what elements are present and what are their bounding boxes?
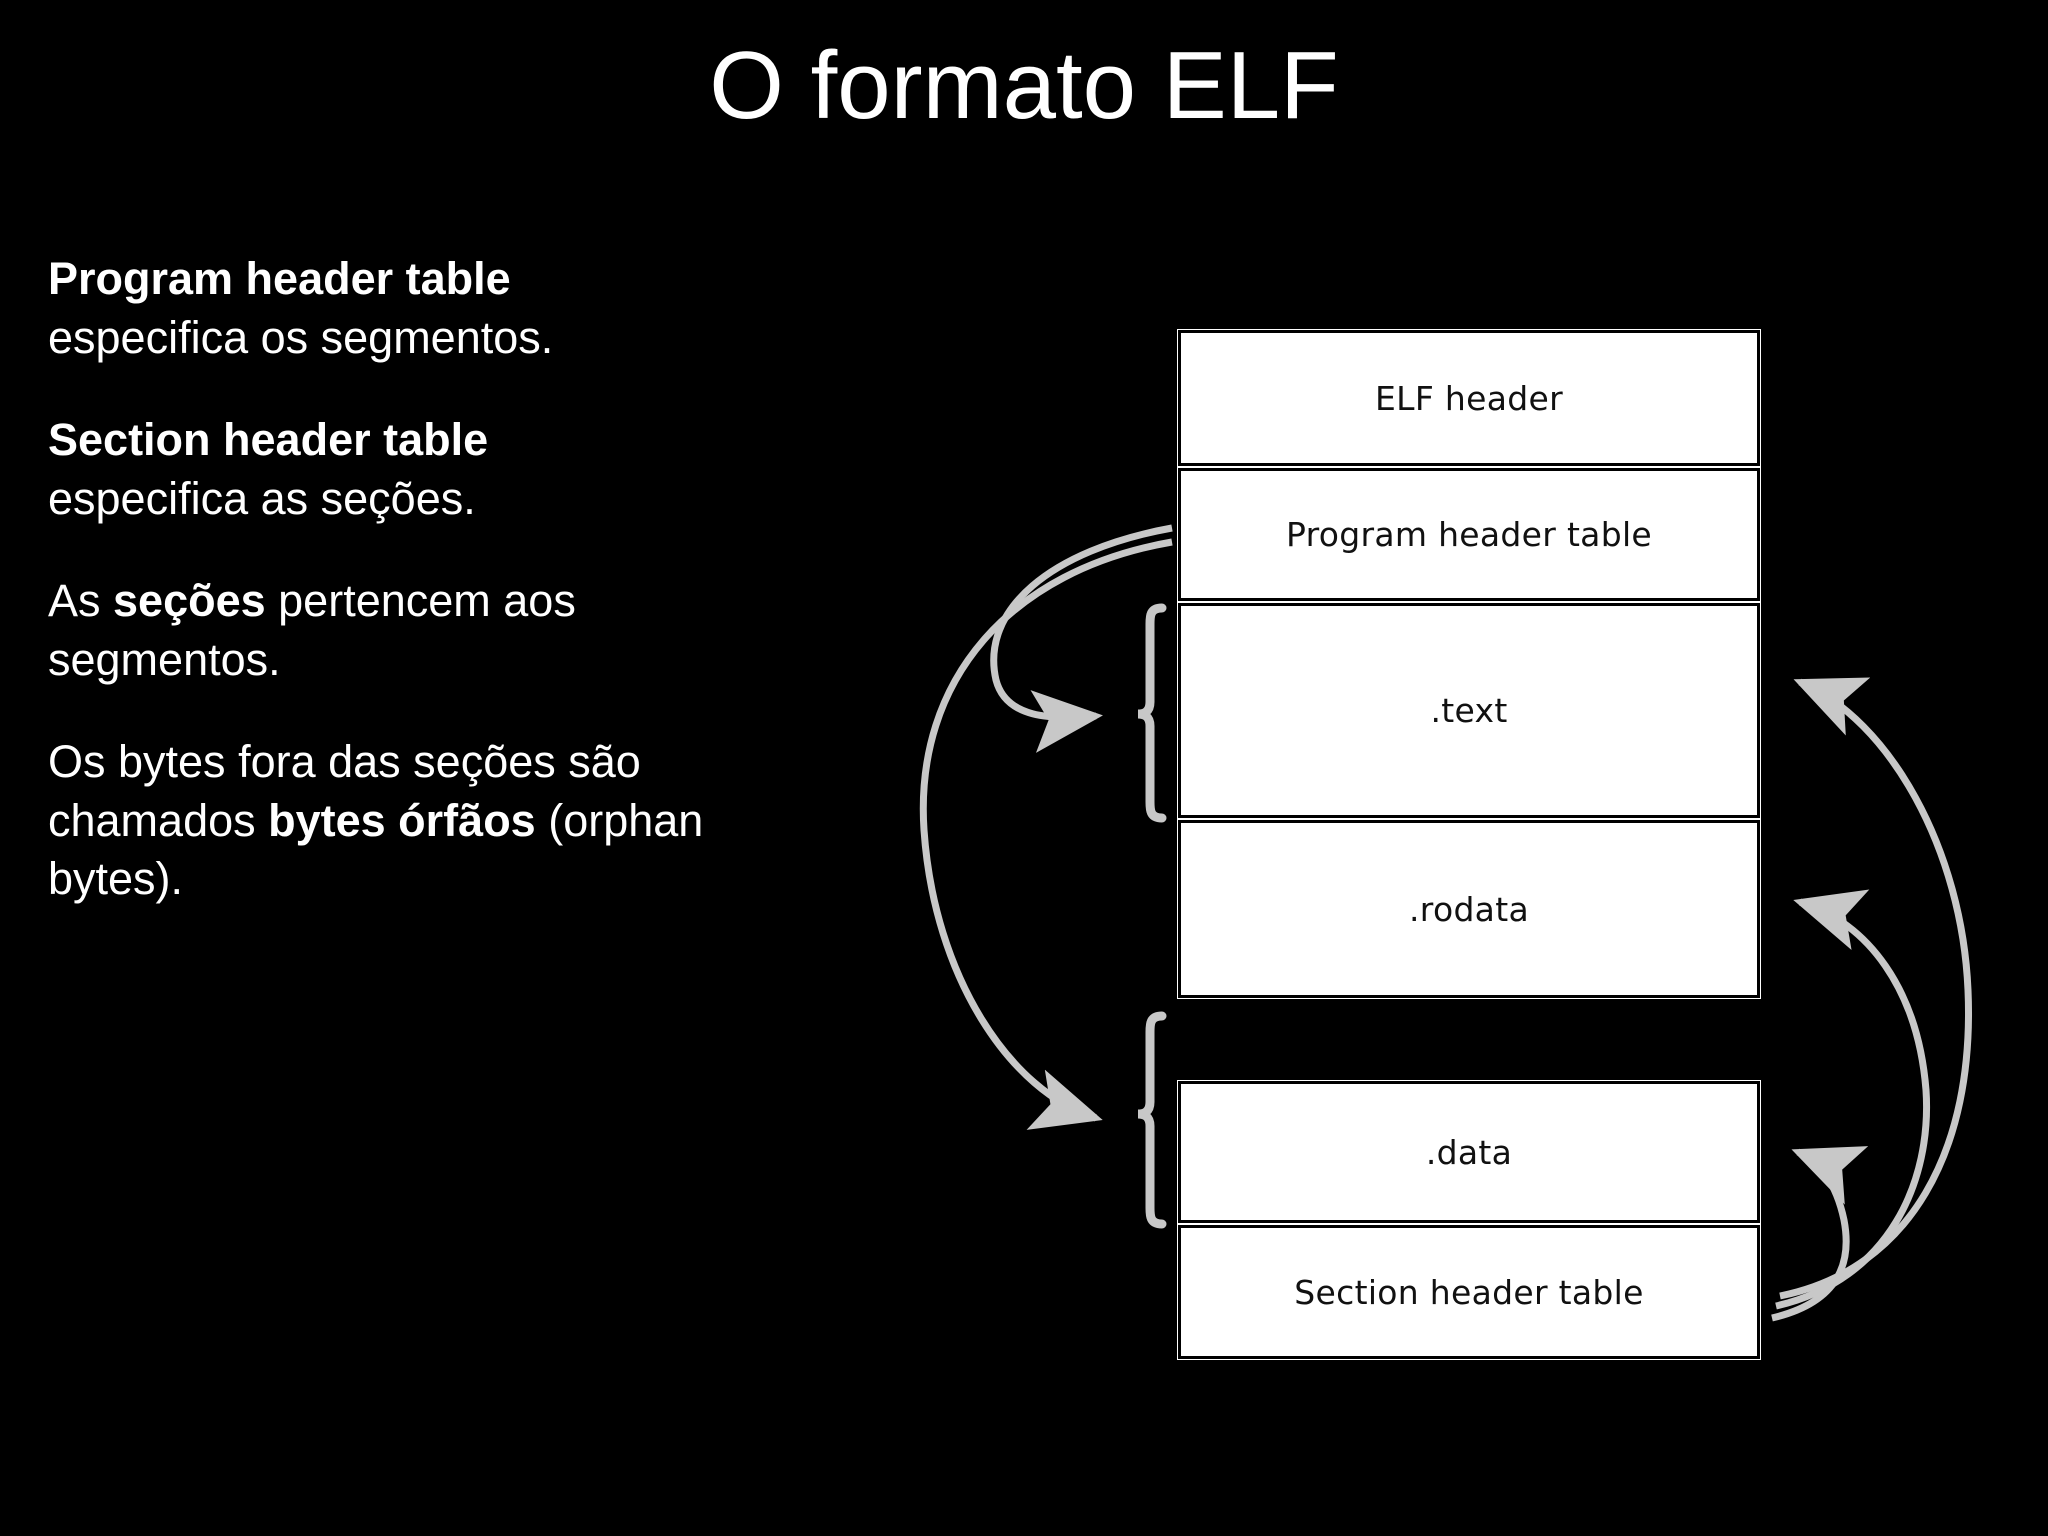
elf-layout-diagram: ELF header Program header table .text .r…	[900, 250, 2020, 1390]
diagram-box-text-section: .text	[1178, 603, 1760, 818]
arrow-section-header-to-rodata	[1775, 889, 1931, 1310]
paragraph-1-bold-lead: Program header table	[48, 253, 511, 304]
paragraph-program-header-table: Program header table especifica os segmen…	[48, 250, 708, 367]
paragraph-3-bold: seções	[113, 575, 266, 626]
segment-brace-gap-data	[1137, 1011, 1167, 1229]
arrow-program-header-to-text-rodata	[990, 524, 1173, 753]
diagram-box-data-section: .data	[1178, 1081, 1760, 1223]
segment-brace-text-rodata	[1137, 603, 1167, 823]
arrow-section-header-to-text	[1779, 677, 1973, 1300]
body-text-block: Program header table especifica os segmen…	[48, 250, 708, 909]
page-title: O formato ELF	[709, 32, 1339, 139]
diagram-box-section-header-table: Section header table	[1178, 1225, 1760, 1359]
arrow-section-header-to-data	[1771, 1146, 1869, 1322]
diagram-box-rodata-section: .rodata	[1178, 820, 1760, 998]
paragraph-4-post: (orphan bytes).	[48, 794, 704, 905]
arrow-program-header-to-gap-data	[919, 538, 1173, 1130]
paragraph-4-pre: Os bytes fora das seções são chamados	[48, 736, 641, 846]
diagram-arrows-layer	[919, 524, 1973, 1322]
paragraph-3-post: pertencem aos segmentos.	[48, 575, 576, 685]
paragraph-bytes-orfaos: Os bytes fora das seções são chamados by…	[48, 733, 708, 909]
paragraph-3-pre: As	[48, 575, 114, 626]
paragraph-2-rest: especifica as seções.	[48, 472, 476, 524]
paragraph-2-bold-lead: Section header table	[48, 414, 489, 465]
paragraph-1-rest: especifica os segmentos.	[48, 311, 554, 363]
diagram-box-elf-header: ELF header	[1178, 330, 1760, 466]
paragraph-secoes-pertencem: As seções pertencem aos segmentos.	[48, 572, 708, 689]
paragraph-4-bold: bytes órfãos	[268, 794, 536, 846]
diagram-box-program-header-table: Program header table	[1178, 468, 1760, 601]
paragraph-section-header-table: Section header table especifica as seções…	[48, 411, 708, 528]
